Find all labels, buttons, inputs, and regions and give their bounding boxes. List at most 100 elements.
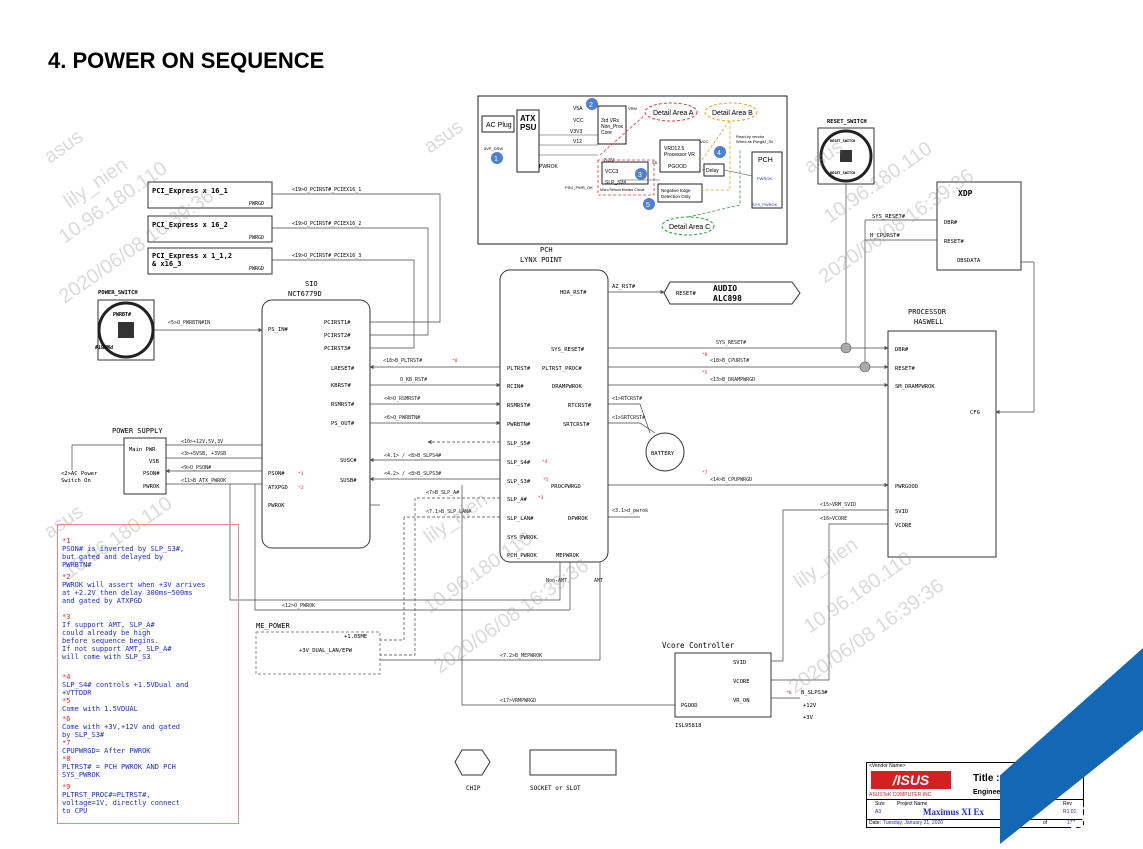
pch-pin-sys-pwrok: SYS_PWROK [507, 535, 537, 541]
inset-pch: PCH [758, 157, 773, 164]
mark-5: *5 [543, 477, 549, 483]
net-vsb: <3>+5VSB, +3VSB [181, 451, 226, 457]
net-vrmpwrgd: <17>VRMPWRGD [500, 698, 536, 704]
inset-psu-left: 5VP_DSW [484, 146, 503, 151]
pch-label-1: PCH [540, 246, 553, 254]
inset-vcc: VCC [573, 118, 584, 124]
vcore-title: Vcore Controller [662, 641, 735, 650]
tb-sheet: 132 [1067, 820, 1076, 826]
net-xdp-cpurst: H_CPURST# [870, 233, 900, 239]
junction-dots [840, 342, 871, 373]
pcie1-name: PCI_Express x 16_1 [152, 187, 228, 195]
inset-ac-plug: AC Plug [486, 122, 512, 129]
pch-pin-rtcrst: RTCRST# [568, 403, 592, 409]
xdp-block: XDP DBR# RESET# OBSDATA SYS_RESET# H_CPU… [870, 181, 1022, 271]
inset-area-c: Detail Area C [669, 224, 710, 231]
mark-4: *4 [542, 459, 548, 465]
inset-area-a: Detail Area A [653, 110, 694, 117]
pch-pin-pltrst: PLTRST# [507, 366, 531, 372]
sio-pin-ps-in: PS_IN# [268, 327, 289, 333]
inset-circle-3: 3 [638, 172, 642, 179]
inset-circle-2: 2 [589, 102, 593, 109]
vcore-pin-pgood: PGOOD [681, 703, 698, 709]
sio-pin-lreset: LRESET# [331, 366, 355, 372]
net-pcie2: <19>O_PCIRST#_PCIEX16_2 [292, 221, 361, 227]
vcore-controller: Vcore Controller SVID VCORE VR_ON PGOOD … [662, 641, 828, 729]
reset-switch-top: RESET_SWITCH [830, 139, 855, 143]
sio-block: SIO NCT6779D PS_IN# PSON# ATXPGD PWROK P… [261, 280, 371, 549]
net-plus3v: +3V [803, 715, 814, 721]
xdp-name: XDP [958, 189, 973, 198]
processor-label-2: HASWELL [914, 318, 944, 326]
proc-pin-dbr: DBR# [895, 347, 909, 353]
net-non-amt: Non-AMT [546, 578, 567, 584]
tb-date: Tuesday, January 21, 2020 [883, 820, 944, 826]
tb-date-label: Date: [869, 820, 881, 826]
power-supply-title: POWER SUPPLY [112, 427, 163, 435]
sio-pin-pcirst2: PCIRST2# [324, 333, 351, 339]
pch-pin-pltrst-proc: PLTRST_PROC# [542, 366, 582, 372]
mark-6: *6 [786, 690, 792, 696]
net-labels: <5>O_PWRBTN#IN <10>+12V,5V,3V <3>+5VSB, … [168, 320, 856, 704]
sio-pin-susc: SUSC# [340, 458, 357, 464]
pcie3-pin: PWRGD [249, 266, 264, 272]
net-cpupwrgd: <14>B_CPUPWRGD [710, 477, 752, 483]
pch-pin-hda-rst: HDA_RST# [560, 290, 587, 296]
title-block: <Vendor Name> /ISUS ASUSTeK COMPUTER INC… [866, 762, 1084, 828]
wires [71, 184, 1035, 706]
tb-rev: R1.01 [1063, 809, 1077, 815]
tb-size: A3 [875, 809, 882, 815]
net-vrm-svid: <15>VRM_SVID [820, 502, 856, 508]
audio-name-2: ALC898 [713, 294, 742, 303]
pch-pin-slp-s3: SLP_S3# [507, 479, 531, 485]
inset-area-b: Detail Area B [712, 110, 753, 117]
sio-pin-pson: PSON# [268, 471, 285, 477]
pch-block: PCH LYNX POINT PLTRST# RCIN# RSMRST# PWR… [499, 246, 609, 563]
sio-pin-ps-out: PS_OUT# [331, 421, 355, 427]
inset-pwrok: PWROK [539, 164, 559, 170]
inset-circle-4: 4 [717, 150, 721, 157]
net-plus12v: +12V [803, 703, 817, 709]
reset-switch-title: RESET_SWITCH [827, 119, 867, 125]
net-rsmrst: <4>O_RSMRST# [384, 396, 420, 402]
psu-pin-main-pwr: Main PWR [129, 447, 156, 453]
net-slp-s4: <4.1> / <8>B_SLPS4# [384, 453, 441, 459]
mark-1: *1 [298, 471, 304, 477]
mark-8b: *8 [702, 352, 708, 358]
tb-brand-logo: /ISUS [871, 771, 951, 789]
net-kb-rst: O_KB_RST# [400, 377, 427, 383]
pch-pin-rcin: RCIN# [507, 384, 524, 390]
pcie2-name: PCI_Express x 16_2 [152, 221, 228, 229]
pch-pin-mepwrok: MEPWROK [556, 553, 580, 559]
net-pcie1: <19>O_PCIRST#_PCIEX16_1 [292, 187, 361, 193]
inset-pwrok-pch: PWROK [757, 176, 772, 181]
banner-svg: HNFIX.VN [1000, 648, 1143, 849]
inset-psu-pwr-ok: PSU_PWR_OK [565, 185, 593, 190]
net-pltrst: <18>B_PLTRST# [383, 358, 422, 364]
tb-vendor: <Vendor Name> [869, 763, 906, 769]
pcie-wires [272, 193, 441, 349]
net-pwrbtn: <6>O_PWRBTN# [384, 415, 420, 421]
tb-title-label: Title : [973, 773, 1000, 784]
me-power-title: ME_POWER [256, 622, 291, 630]
pcie1-pin: PWRGD [249, 201, 264, 207]
inset-pgood: PGOOD [668, 164, 687, 170]
tb-size-label: Size [875, 801, 885, 807]
power-switch: POWER_SWITCH PWRBT# PWRBT# [95, 290, 155, 361]
sio-pin-pwrok: PWROK [268, 503, 285, 509]
psu-pin-pwrok: PWROK [143, 484, 160, 490]
proc-pin-vcore: VCORE [895, 523, 912, 529]
pch-pin-pwrbtn: PWRBTN# [507, 422, 531, 428]
legend-slot: SOCKET or SLOT [530, 785, 581, 792]
mark-7: *7 [702, 470, 708, 476]
tb-company: ASUSTeK COMPUTER INC. [869, 792, 933, 798]
pch-pin-slp-s4: SLP_S4# [507, 460, 531, 466]
sio-label-1: SIO [305, 280, 318, 288]
audio-pin: RESET# [676, 291, 697, 297]
